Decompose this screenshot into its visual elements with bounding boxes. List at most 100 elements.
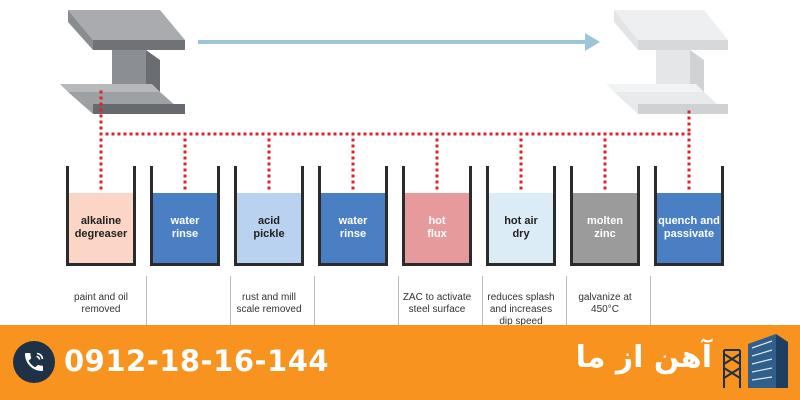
tank-label-line2: zinc <box>594 228 616 240</box>
tank-wall <box>150 166 220 266</box>
connector-dot <box>435 156 439 160</box>
phone-icon <box>25 352 44 371</box>
connector-dot <box>351 186 355 190</box>
tank-liquid <box>237 193 301 263</box>
note-line: rust and mill <box>242 292 296 303</box>
connector-dot <box>183 186 187 190</box>
connector-dot <box>495 132 499 136</box>
connector-dot <box>561 132 565 136</box>
connector-dot <box>411 132 415 136</box>
connector-dot <box>669 132 673 136</box>
tank-molten-zinc: molten zinc <box>570 166 640 266</box>
tank-label-line1: quench and <box>658 215 720 227</box>
connector-dot <box>477 132 481 136</box>
connector-dot <box>183 180 187 184</box>
connector-dot <box>219 132 223 136</box>
note-line: scale removed <box>236 304 302 315</box>
connector-dot <box>183 144 187 148</box>
note-line: and increases <box>489 304 553 315</box>
connector-dot <box>435 174 439 178</box>
connector-dot <box>579 132 583 136</box>
tank-label-line1: alkaline <box>80 215 122 227</box>
connector-dot <box>99 114 103 118</box>
tank-hot-flux: hot flux <box>402 166 472 266</box>
connector-dot <box>105 132 109 136</box>
connector-dot <box>603 180 607 184</box>
tank-liquid <box>657 193 721 263</box>
connector-dot <box>615 132 619 136</box>
connector-dot <box>639 132 643 136</box>
steel-beam-icon <box>60 10 185 114</box>
phone-number[interactable]: 0912-18-16-144 <box>64 344 330 378</box>
connector-dot <box>687 144 691 148</box>
connector-dot <box>519 132 523 136</box>
phone-button[interactable] <box>13 341 55 383</box>
connector-dot <box>351 168 355 172</box>
tank-quench-and-passivate: quench and passivate <box>654 166 724 266</box>
connector-dot <box>423 132 427 136</box>
connector-dot <box>99 150 103 154</box>
tank-water-rinse-1: water rinse <box>150 166 220 266</box>
connector-dot <box>471 132 475 136</box>
tank-label-line2: pickle <box>253 228 285 240</box>
connector-dot <box>375 132 379 136</box>
dotted-connectors <box>99 90 691 190</box>
connector-dot <box>519 174 523 178</box>
note-divider <box>398 276 399 330</box>
tank-hot-air-dry: hot air dry <box>486 166 556 266</box>
connector-dot <box>603 168 607 172</box>
connector-dot <box>621 132 625 136</box>
note-line: dip speed <box>499 316 543 327</box>
connector-dot <box>189 132 193 136</box>
connector-dot <box>567 132 571 136</box>
connector-dot <box>459 132 463 136</box>
connector-dot <box>381 132 385 136</box>
connector-dot <box>603 186 607 190</box>
connector-dot <box>687 128 691 132</box>
tank-liquid <box>153 193 217 263</box>
connector-dot <box>171 132 175 136</box>
connector-dot <box>291 132 295 136</box>
connector-dot <box>351 180 355 184</box>
connector-dot <box>603 174 607 178</box>
connector-dot <box>357 132 361 136</box>
tank-label: alkaline degreaser <box>69 193 133 263</box>
connector-dot <box>213 132 217 136</box>
connector-dot <box>267 144 271 148</box>
connector-dot <box>165 132 169 136</box>
connector-dot <box>435 186 439 190</box>
connector-dot <box>687 132 691 136</box>
connector-dot <box>351 150 355 154</box>
note-line: paint and oil <box>74 292 128 303</box>
note-acid: rust and mill scale removed <box>227 292 311 316</box>
connector-dot <box>519 162 523 166</box>
tank-label: quench and passivate <box>657 193 721 263</box>
connector-dot <box>435 180 439 184</box>
tank-liquid <box>405 193 469 263</box>
connector-dot <box>351 138 355 142</box>
connector-dot <box>351 174 355 178</box>
connector-dot <box>369 132 373 136</box>
connector-dot <box>309 132 313 136</box>
connector-dot <box>201 132 205 136</box>
contact-footer <box>0 325 800 400</box>
note-line: ZAC to activate <box>402 292 472 303</box>
connector-dot <box>141 132 145 136</box>
connector-dot <box>267 150 271 154</box>
connector-dot <box>267 138 271 142</box>
tank-label-line2: passivate <box>663 228 715 240</box>
connector-dot <box>627 132 631 136</box>
connector-dot <box>573 132 577 136</box>
connector-dot <box>603 144 607 148</box>
process-flow-graphic <box>60 10 728 190</box>
connector-dot <box>633 132 637 136</box>
flow-arrow <box>198 33 600 51</box>
connector-dot <box>243 132 247 136</box>
connector-dot <box>237 132 241 136</box>
tank-label-line2: dry <box>512 228 530 240</box>
note-dry: reduces splash and increases dip speed <box>479 292 563 328</box>
note-flux: ZAC to activate steel surface <box>395 292 479 316</box>
connector-dot <box>435 132 439 136</box>
note-line: galvanize at <box>578 292 632 303</box>
